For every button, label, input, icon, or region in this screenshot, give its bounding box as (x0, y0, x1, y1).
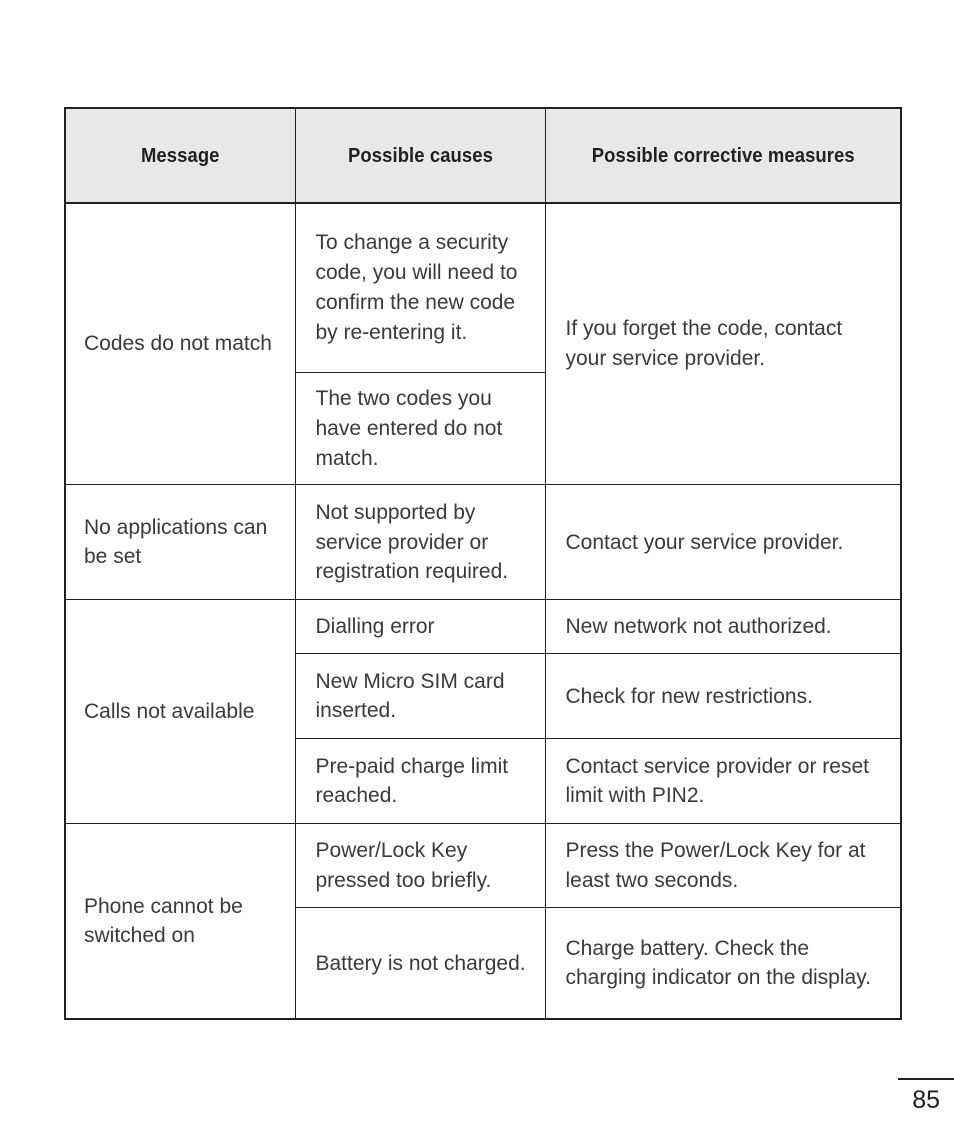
table-header-row: Message Possible causes Possible correct… (64, 107, 902, 204)
column-header-message-label: Message (140, 143, 220, 167)
cell-measure-press-power-key: Press the Power/Lock Key for at least tw… (544, 823, 902, 909)
cell-measure-reset-limit-pin2: Contact service provider or reset limit … (544, 738, 902, 825)
cell-cause-change-security-code: To change a security code, you will need… (294, 202, 546, 373)
page-number: 85 (912, 1086, 940, 1114)
cell-measure-check-restrictions: Check for new restrictions. (544, 653, 902, 740)
table-row: The two codes you have entered do not ma… (65, 371, 901, 486)
cell-cause-dialling-error: Dialling error (294, 599, 546, 655)
troubleshooting-table: Message Possible causes Possible correct… (64, 107, 902, 1021)
table-body: Codes do not match To change a security … (64, 202, 902, 1020)
table-row: Codes do not match To change a security … (64, 202, 902, 486)
cell-measure-forget-code: If you forget the code, contact your ser… (544, 202, 902, 486)
cell-message-codes-do-not-match: Codes do not match (64, 202, 296, 486)
table-row: Battery is not charged. Charge battery. … (65, 907, 902, 1020)
cell-message-no-applications: No applications can be set (64, 484, 296, 601)
table-header: Message Possible causes Possible correct… (64, 107, 902, 204)
column-header-possible-corrective-measures-label: Possible corrective measures (591, 143, 855, 167)
cell-cause-battery-not-charged: Battery is not charged. (294, 907, 546, 1020)
table-row: Calls not available Dialling error New n… (64, 599, 902, 825)
cell-message-phone-cannot-switch-on: Phone cannot be switched on (64, 823, 296, 1020)
column-header-possible-causes: Possible causes (294, 107, 546, 204)
troubleshooting-table-wrapper: Message Possible causes Possible correct… (64, 107, 902, 1021)
cell-cause-new-sim-inserted: New Micro SIM card inserted. (294, 653, 546, 740)
cell-cause-two-codes-mismatch: The two codes you have entered do not ma… (294, 371, 546, 486)
column-header-possible-causes-label: Possible causes (347, 143, 493, 167)
cell-message-calls-not-available: Calls not available (64, 599, 296, 825)
cell-measure-charge-battery: Charge battery. Check the charging indic… (544, 907, 902, 1020)
column-header-message: Message (64, 107, 296, 204)
column-header-possible-corrective-measures: Possible corrective measures (544, 107, 902, 204)
table-row: Pre-paid charge limit reached. Contact s… (65, 738, 902, 825)
cell-cause-prepaid-limit: Pre-paid charge limit reached. (294, 738, 546, 825)
cell-cause-not-supported: Not supported by service provider or reg… (294, 484, 546, 601)
table-row: New Micro SIM card inserted. Check for n… (65, 653, 902, 740)
cell-measure-network-not-authorized: New network not authorized. (544, 599, 902, 655)
table-row: Phone cannot be switched on Power/Lock K… (64, 823, 902, 1020)
table-row: No applications can be set Not supported… (64, 484, 902, 601)
cell-cause-power-key-brief: Power/Lock Key pressed too briefly. (294, 823, 546, 909)
page-number-rule (898, 1078, 954, 1080)
cell-measure-contact-provider: Contact your service provider. (544, 484, 902, 601)
